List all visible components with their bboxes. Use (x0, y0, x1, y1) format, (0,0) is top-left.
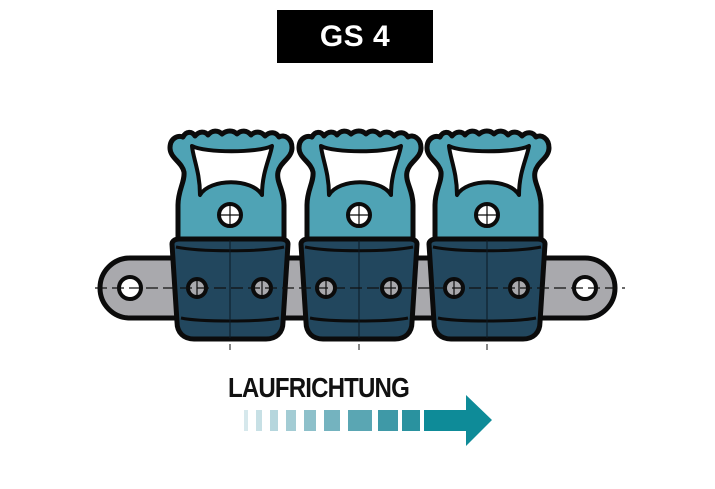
cleat-window (190, 144, 274, 197)
chain-module (296, 128, 424, 342)
chain-type-title: GS 4 (277, 10, 433, 63)
cleat-window (447, 144, 531, 197)
chain-module (167, 128, 295, 342)
pitch-ticks (229, 344, 488, 350)
direction-label: LAUFRICHTUNG (228, 372, 410, 403)
cleat-window (319, 144, 403, 197)
chain-module (424, 128, 552, 342)
direction-arrow (244, 395, 492, 446)
